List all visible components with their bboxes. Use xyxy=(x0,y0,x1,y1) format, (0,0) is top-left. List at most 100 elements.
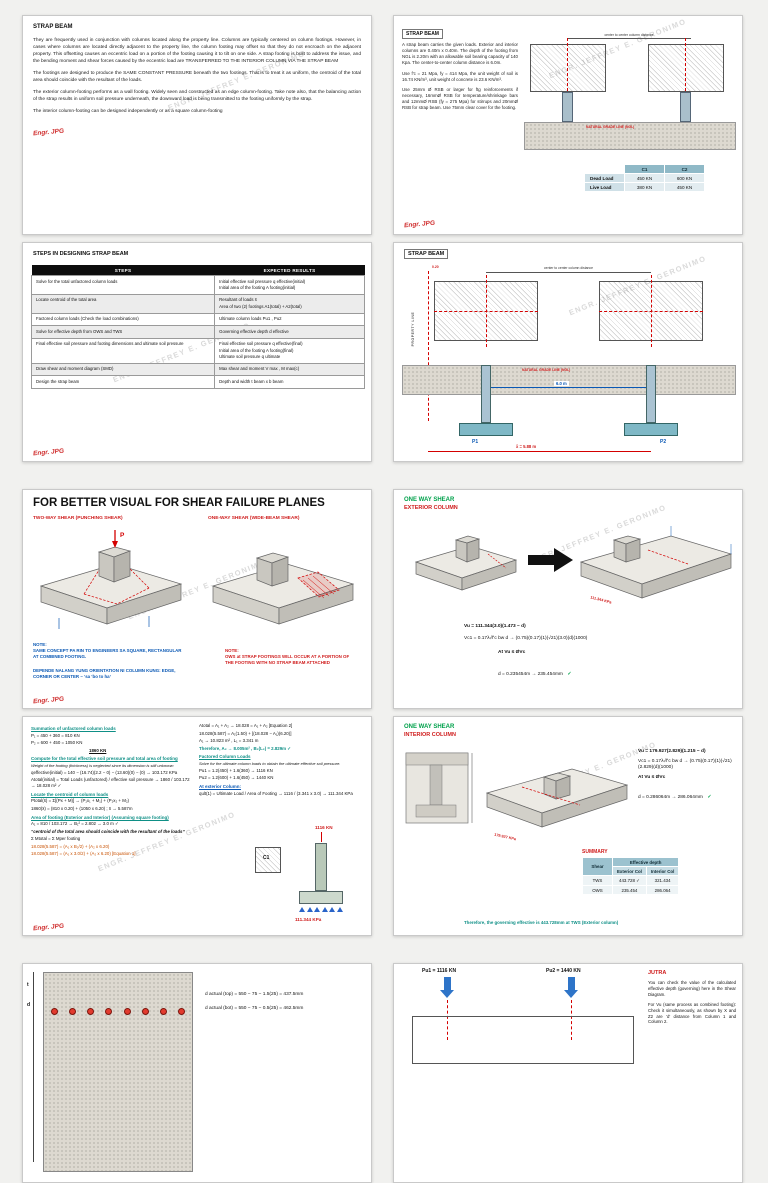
page-4-strap-beam-diagram[interactable]: STRAP BEAM ENGR. JEFFREY E. GERONIMO PRO… xyxy=(393,242,743,462)
col-expected-results: EXPECTED RESULTS xyxy=(214,265,365,276)
soil-strip xyxy=(524,122,736,150)
rebar-dot xyxy=(123,1008,131,1015)
heading: Compute for the total effective soil pre… xyxy=(31,756,178,762)
condition-equation: At Vu ≤ ØVc xyxy=(498,650,526,655)
heading: Area of footing (Exterior and Interior) … xyxy=(31,814,169,820)
math-line: Ptotal(x̄) = Σ[(Px + M)] → (P₁x₁ + M₁) +… xyxy=(31,798,130,804)
depth-formula-bottom: d actual (bot) = 550 − 75 − 0.5(25) = 46… xyxy=(205,1006,304,1011)
page-5-shear-failure-planes[interactable]: FOR BETTER VISUAL FOR SHEAR FAILURE PLAN… xyxy=(22,489,372,709)
paragraph: Use f'c = 21 Mpa, fy = 414 Mpa, the unit… xyxy=(402,70,518,82)
centerline-horizontal xyxy=(434,311,538,312)
page-title: FOR BETTER VISUAL FOR SHEAR FAILURE PLAN… xyxy=(33,497,325,509)
table-row: Draw shear and moment diagram (SMD)Max s… xyxy=(30,362,365,377)
one-way-shear-subtitle: ONE-WAY SHEAR (WIDE-BEAM SHEAR) xyxy=(208,516,300,521)
rebar-dot xyxy=(159,1008,167,1015)
note-paragraph: You can check the value of the calculate… xyxy=(648,980,736,997)
loads-table: C1 C2 Dead Load 450 KN 600 KN Live Load … xyxy=(584,164,705,192)
depth-result-row: d = 0.286064m → 286.064mm ✓ xyxy=(638,785,736,803)
arrow-right-icon xyxy=(528,548,573,572)
result-cell: Max shear and moment V max , M max(c) xyxy=(214,362,365,377)
ngl-label: NATURAL GRADE LINE (NGL) xyxy=(522,368,571,372)
page-title: STRAP BEAM xyxy=(33,24,73,30)
problem-text-block: STRAP BEAM A strap beam carries the give… xyxy=(402,22,518,116)
exterior-footing-iso-large xyxy=(579,526,733,599)
pressure-label: 111.344 KPa xyxy=(295,917,322,922)
offset-dimension: 0.20 xyxy=(432,265,439,269)
two-way-shear-subtitle: TWO-WAY SHEAR (PUNCHING SHEAR) xyxy=(33,516,123,521)
note-blue-1: NOTE: SAME CONCEPT PA RIN TO ENGINEERS S… xyxy=(33,642,182,659)
page-9-effective-depth-section[interactable]: t d d actual (top) = 550 − 75 − 1.5(25) … xyxy=(22,963,372,1183)
math-line: 18.028(5.587) = A₁(1.50) + [(18.028 − A₁… xyxy=(199,730,292,736)
blank-header-cell xyxy=(584,164,625,174)
wide-beam-shear-diagram xyxy=(211,552,355,625)
depth-dim-label: d xyxy=(27,1002,31,1008)
load-arrow-down xyxy=(440,977,454,998)
heading: At exterior Column: xyxy=(199,783,242,789)
page-6-one-way-shear-exterior[interactable]: ONE WAY SHEAR EXTERIOR COLUMN ENGR. JEFF… xyxy=(393,489,743,709)
condition-equation: At Vu ≤ ØVc xyxy=(638,775,666,781)
dimension-line xyxy=(486,272,651,273)
page-3-design-steps[interactable]: STEPS IN DESIGNING STRAP BEAM ENGR. JEFF… xyxy=(22,242,372,462)
depth-result: d = 0.286064m → 286.064mm xyxy=(638,794,703,800)
result-cell: Governing effective depth d effective xyxy=(214,325,365,339)
span-dimension-line xyxy=(491,387,646,388)
note-title: JUTRA xyxy=(648,970,667,976)
row-label: Dead Load xyxy=(584,173,625,183)
rebar-row xyxy=(51,1008,185,1015)
table-header-row: STEPS EXPECTED RESULTS xyxy=(31,265,365,276)
note-red: NOTE: OWS at STRAP FOOTINGS WILL OCCUR A… xyxy=(225,648,350,665)
signature: Engr. JPG xyxy=(32,695,65,706)
strap-beam-elevation-diagram: PROPERTY LINE 0.20 center to center colu… xyxy=(402,265,736,457)
page-1-strap-beam-intro[interactable]: ENGR. JEFFREY E. GERONIMO STRAP BEAM The… xyxy=(22,15,372,235)
col-shear: Shear xyxy=(582,857,613,876)
document-viewer-canvas: { "watermark": "ENGR. JEFFREY E. GERONIM… xyxy=(22,15,743,1183)
page-2-problem-statement[interactable]: ENGR. JEFFREY E. GERONIMO STRAP BEAM A s… xyxy=(393,15,743,235)
step-cell: Solve for the total unfactored column lo… xyxy=(30,275,216,295)
concrete-shear-equation: Vc1 = 0.17λ√f'c bw d → (0.75)(0.17)(1)(√… xyxy=(464,636,588,641)
footing-elevation-mini xyxy=(405,752,473,824)
rebar-dot xyxy=(177,1008,185,1015)
depth-result-row: d = 0.235454m → 235.454mm ✓ xyxy=(498,662,571,680)
exterior-column xyxy=(481,365,491,423)
dimension-line xyxy=(567,38,691,39)
interior-column xyxy=(646,365,656,423)
thickness-dim-label: t xyxy=(27,982,29,988)
page-10-shear-diagram-check[interactable]: Pu1 = 1116 KN Pu2 = 1440 KN JUTRA You ca… xyxy=(393,963,743,1183)
math-line: A₁ → 10.823 m² , L₁ = 3.341 m xyxy=(199,738,259,744)
page-7-computations[interactable]: ENGR. JEFFREY E. GERONIMO Summation of u… xyxy=(22,716,372,936)
conclusion-text: Therefore, the governing effective is 44… xyxy=(464,920,619,925)
heading: Summation of unfactored column loads xyxy=(31,725,116,731)
paragraph: The exterior column-footing performs as … xyxy=(33,89,361,102)
centerline xyxy=(685,38,686,96)
signature: Engr. JPG xyxy=(32,127,65,137)
signature: Engr. JPG xyxy=(32,922,65,933)
math-line: Pu2 = 1.2(600) + 1.6(450) → 1440 KN xyxy=(199,775,274,781)
centerline xyxy=(447,1000,448,1040)
step-cell: Draw shear and moment diagram (SMD) xyxy=(30,362,216,377)
math-line: 18.028(5.587) = (A₁ x B₂/2) + (A₂ x 6.20… xyxy=(31,843,110,849)
centerline xyxy=(567,38,568,96)
col-interior: Interior Col xyxy=(645,866,680,876)
interior-footing-elevation xyxy=(624,423,678,436)
cell: 321.434 xyxy=(645,875,680,886)
heading: Factored Column Loads xyxy=(199,754,251,760)
cell: 450 KN xyxy=(624,173,665,183)
page-8-one-way-shear-interior[interactable]: ONE WAY SHEAR INTERIOR COLUMN ENGR. JEFF… xyxy=(393,716,743,936)
table-row: OWS 235.454 286.064 xyxy=(582,885,680,895)
concrete-shear-equation: Vc1 = 0.17λ√f'c bw d → (0.75)(0.17)(1)(√… xyxy=(638,758,732,771)
result-cell: Ultimate column loads Pu1 , Pu2 xyxy=(214,312,365,327)
load-label: 1116 KN xyxy=(315,825,333,830)
exterior-footing-pressure-diagram: C1 1116 KN 111.344 KPa xyxy=(255,825,367,929)
section-title: ONE WAY SHEAR xyxy=(404,497,455,503)
step-cell: Locate centroid of the total area xyxy=(30,293,216,314)
dimension-label: center to center column distance xyxy=(604,33,654,37)
intro-text-block: They are frequently used in conjunction … xyxy=(33,38,361,139)
steps-table: STEPS EXPECTED RESULTS Solve for the tot… xyxy=(30,265,365,389)
quote-line: “centroid of the total area should coinc… xyxy=(31,828,185,834)
interior-footing-iso xyxy=(485,768,629,828)
shear-equation: Vu = 111.344(3.0)(1.473 − d) xyxy=(464,624,526,629)
depth-result: d = 0.235454m → 235.454mm xyxy=(498,672,563,677)
interior-column xyxy=(680,92,691,122)
paragraph: They are frequently used in conjunction … xyxy=(33,38,361,64)
